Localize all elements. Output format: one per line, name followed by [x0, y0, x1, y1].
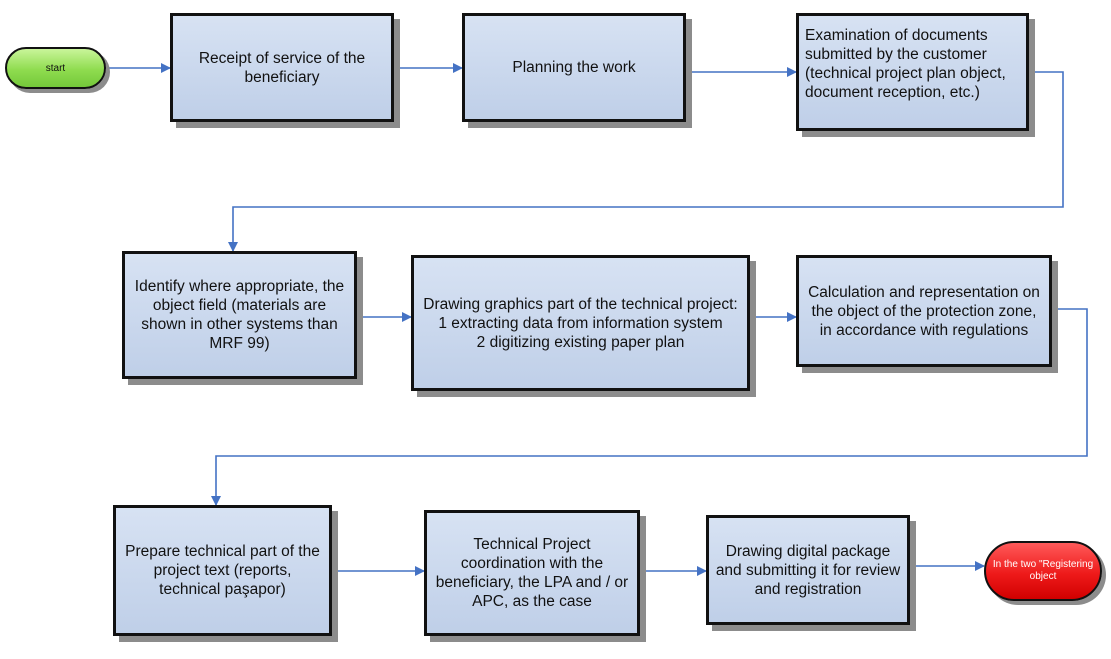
step-examination-of-documents: Examination of documents submitted by th…: [796, 13, 1029, 131]
step-examination-label: Examination of documents submitted by th…: [805, 27, 1006, 101]
step-calculation-protection-zone: Calculation and representation on the ob…: [796, 255, 1052, 367]
step-coordination-label: Technical Project coordination with the …: [435, 536, 629, 610]
end-label: In the two "Registering object: [992, 559, 1094, 582]
step-prepare-label: Prepare technical part of the project te…: [125, 543, 320, 598]
step-drawing-item-1: 1 extracting data from information syste…: [438, 314, 723, 332]
start-label: start: [45, 62, 66, 74]
step-drawing-graphics-part: Drawing graphics part of the technical p…: [411, 255, 750, 391]
end-terminal: In the two "Registering object: [984, 541, 1102, 601]
step-prepare-technical-text: Prepare technical part of the project te…: [113, 505, 332, 636]
start-terminal: start: [5, 47, 106, 89]
step-identify-object-field: Identify where appropriate, the object f…: [122, 251, 357, 379]
step-identify-label: Identify where appropriate, the object f…: [134, 278, 345, 352]
step-planning-label: Planning the work: [512, 59, 636, 76]
step-drawing-digital-package: Drawing digital package and submitting i…: [706, 515, 910, 625]
step-receipt-label: Receipt of service of the beneficiary: [198, 49, 366, 86]
arrow-calculation-to-prepare: [211, 308, 1088, 506]
step-calculation-label: Calculation and representation on the ob…: [808, 283, 1040, 339]
step-planning-the-work: Planning the work: [462, 13, 686, 122]
step-technical-project-coordination: Technical Project coordination with the …: [424, 510, 640, 636]
step-drawing-title: Drawing graphics part of the technical p…: [423, 295, 738, 313]
step-package-label: Drawing digital package and submitting i…: [715, 542, 901, 598]
step-receipt-of-service: Receipt of service of the beneficiary: [170, 13, 394, 122]
arrow-examination-to-identify: [228, 71, 1064, 252]
step-drawing-item-2: 2 digitizing existing paper plan: [476, 333, 685, 351]
